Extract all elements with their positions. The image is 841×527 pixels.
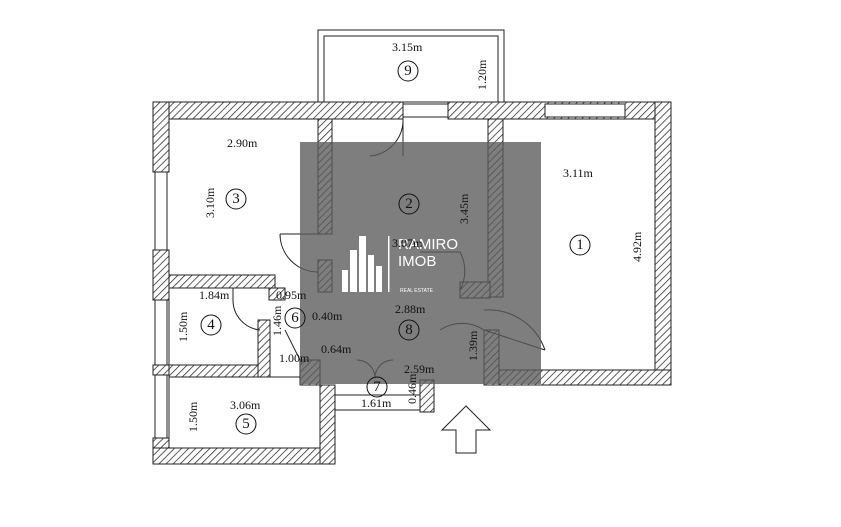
watermark-line1: RAMIRO xyxy=(398,236,458,253)
room-2-number: 2 xyxy=(405,196,413,212)
room-6-dim-c: 1.00m xyxy=(279,351,310,365)
room-9-length: 1.20m xyxy=(475,59,489,90)
watermark-tagline: REAL ESTATE xyxy=(400,288,434,294)
room-1-width: 3.11m xyxy=(563,166,594,180)
room-6-dim-b: 1.46m xyxy=(270,305,284,336)
room-4-number: 4 xyxy=(207,317,215,333)
room-8-dim-a: 2.88m xyxy=(395,302,426,316)
watermark-logo: RAMIRO IMOB REAL ESTATE xyxy=(342,236,458,294)
room-8-dim-b: 0.40m xyxy=(312,309,343,323)
room-8-dim-e: 2.59m xyxy=(404,362,435,376)
room-3-width: 2.90m xyxy=(227,136,258,150)
dimension-labels: 3.11m 4.92m 3.07m 3.45m 2.90m 3.10m 1.84… xyxy=(176,40,644,432)
room-9-number: 9 xyxy=(404,63,412,79)
room-2-width: 3.07m xyxy=(392,236,423,250)
room-2-length: 3.45m xyxy=(457,193,471,224)
room-1-number: 1 xyxy=(576,237,584,253)
room-9-width: 3.15m xyxy=(392,40,423,54)
room-8-dim-c: 1.39m xyxy=(466,330,480,361)
entrance-arrow-icon xyxy=(440,405,492,454)
room-8-dim-d: 0.64m xyxy=(321,342,352,356)
balcony-outline xyxy=(317,29,505,103)
room-4-length: 1.50m xyxy=(176,311,190,342)
room-7-width: 1.61m xyxy=(361,396,392,410)
room-5-length: 1.50m xyxy=(186,401,200,432)
room-5-number: 5 xyxy=(242,416,250,432)
building-icon xyxy=(342,236,382,292)
room-4-width: 1.84m xyxy=(199,288,230,302)
room-1-length: 4.92m xyxy=(630,231,644,262)
room-6-dim-a: 0.95m xyxy=(276,288,307,302)
windows xyxy=(154,103,626,439)
watermark-line2: IMOB xyxy=(398,253,436,270)
room-7-number: 7 xyxy=(373,379,381,395)
room-numbers xyxy=(200,60,591,435)
room-3-length: 3.10m xyxy=(203,187,217,218)
watermark-overlay xyxy=(300,142,541,384)
room-7-length: 0.46m xyxy=(405,373,419,404)
room-number-labels: 1 2 3 4 5 6 7 8 9 xyxy=(207,63,584,432)
room-8-number: 8 xyxy=(405,322,413,338)
room-3-number: 3 xyxy=(232,191,240,207)
wall-lines xyxy=(168,288,420,448)
room-6-number: 6 xyxy=(291,310,299,326)
room-5-width: 3.06m xyxy=(230,398,261,412)
